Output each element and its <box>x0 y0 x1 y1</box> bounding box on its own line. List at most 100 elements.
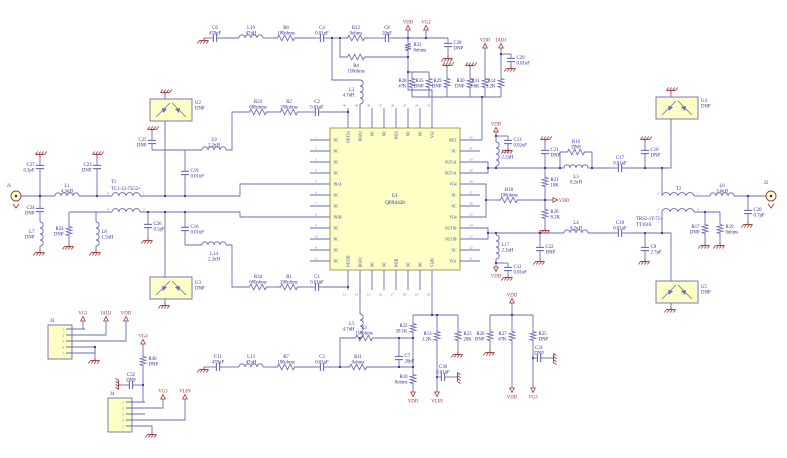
ground-symbol <box>88 250 101 256</box>
junction-dot <box>411 365 415 369</box>
connector-j2: J2 <box>764 181 777 209</box>
svg-text:NC: NC <box>334 149 340 153</box>
svg-text:9: 9 <box>315 224 317 228</box>
svg-text:4: 4 <box>122 418 124 422</box>
svg-text:C1: C1 <box>314 275 320 280</box>
ground-symbol <box>666 87 679 93</box>
svg-text:J3: J3 <box>50 319 55 324</box>
ground-symbol <box>92 151 105 157</box>
svg-text:L8: L8 <box>102 230 108 235</box>
junction-dot <box>330 36 334 40</box>
svg-text:IN1B: IN1B <box>334 215 343 219</box>
junction-dot <box>660 231 664 235</box>
svg-text:C9: C9 <box>651 245 657 250</box>
component-l4: L48.2nH <box>563 221 589 234</box>
svg-text:100ohms: 100ohms <box>500 194 518 199</box>
svg-text:R32: R32 <box>414 43 423 48</box>
svg-text:0.01nF: 0.01nF <box>315 32 329 37</box>
power-flag-vg3: VG3 <box>158 390 168 400</box>
svg-text:4: 4 <box>697 208 699 212</box>
svg-text:OUT2A: OUT2A <box>346 131 350 143</box>
svg-text:8: 8 <box>315 213 317 217</box>
wire <box>226 244 246 288</box>
svg-text:13: 13 <box>343 293 347 297</box>
wire <box>140 183 310 197</box>
junction-dot <box>480 95 484 99</box>
svg-text:2.2nH: 2.2nH <box>208 258 220 263</box>
ground-symbol <box>140 238 153 244</box>
svg-text:DNP: DNP <box>546 251 556 256</box>
svg-text:R18: R18 <box>505 188 514 193</box>
junction-dot <box>494 134 498 138</box>
svg-text:U5: U5 <box>701 285 707 290</box>
svg-text:NC: NC <box>370 130 374 136</box>
svg-text:R7: R7 <box>283 355 289 360</box>
ground-symbol <box>537 228 550 234</box>
svg-text:L10: L10 <box>247 26 255 31</box>
wire <box>145 399 186 421</box>
svg-text:NC: NC <box>452 248 458 252</box>
svg-text:0.01nF: 0.01nF <box>436 371 450 376</box>
svg-text:1: 1 <box>315 136 317 140</box>
svg-text:VLIN: VLIN <box>179 390 191 395</box>
connector-j1: J1 <box>7 184 22 209</box>
svg-text:NC: NC <box>452 193 458 197</box>
svg-text:16: 16 <box>379 293 383 297</box>
ground-symbol <box>61 244 74 250</box>
junction-dot <box>346 110 350 114</box>
svg-text:L17: L17 <box>502 243 510 248</box>
power-flag-vdd: VDD <box>552 197 570 204</box>
svg-text:T1: T1 <box>111 180 117 185</box>
wire <box>145 425 153 432</box>
svg-text:47nH: 47nH <box>246 361 257 366</box>
svg-text:DNP: DNP <box>195 107 205 112</box>
ground-symbol <box>196 38 209 44</box>
svg-text:3.6K: 3.6K <box>470 85 480 90</box>
svg-text:DNP: DNP <box>534 352 544 357</box>
power-flag-vg4: VG4 <box>138 335 148 345</box>
svg-text:R33: R33 <box>254 100 263 105</box>
svg-text:DNP: DNP <box>414 85 424 90</box>
svg-text:8.2K: 8.2K <box>551 216 561 221</box>
wire <box>559 151 564 168</box>
svg-text:IADJ: IADJ <box>496 39 507 44</box>
svg-text:VG3: VG3 <box>158 390 168 395</box>
svg-text:R10: R10 <box>400 375 409 380</box>
svg-text:0.01nF: 0.01nF <box>310 106 324 111</box>
junction-dot <box>590 166 594 170</box>
svg-text:C19: C19 <box>191 169 200 174</box>
svg-text:TC1-33-75G2+: TC1-33-75G2+ <box>111 187 141 192</box>
ground-symbol <box>440 56 453 62</box>
svg-text:0.01nF: 0.01nF <box>310 281 324 286</box>
ground-symbol <box>196 367 209 373</box>
svg-text:7: 7 <box>315 202 317 206</box>
power-flag-vg1: VG1 <box>78 312 88 322</box>
svg-text:NC: NC <box>334 160 340 164</box>
svg-text:0.02uF: 0.02uF <box>514 144 528 149</box>
component-l6: L63.6nH <box>709 184 735 197</box>
svg-text:20pF: 20pF <box>382 32 392 37</box>
svg-text:L4: L4 <box>573 221 579 226</box>
svg-text:4: 4 <box>107 208 109 212</box>
component-l9: L92.2nH <box>201 138 227 151</box>
ground-symbol <box>157 303 170 309</box>
svg-text:23: 23 <box>469 235 473 239</box>
svg-text:470pF: 470pF <box>212 361 225 366</box>
svg-text:R40: R40 <box>149 357 158 362</box>
